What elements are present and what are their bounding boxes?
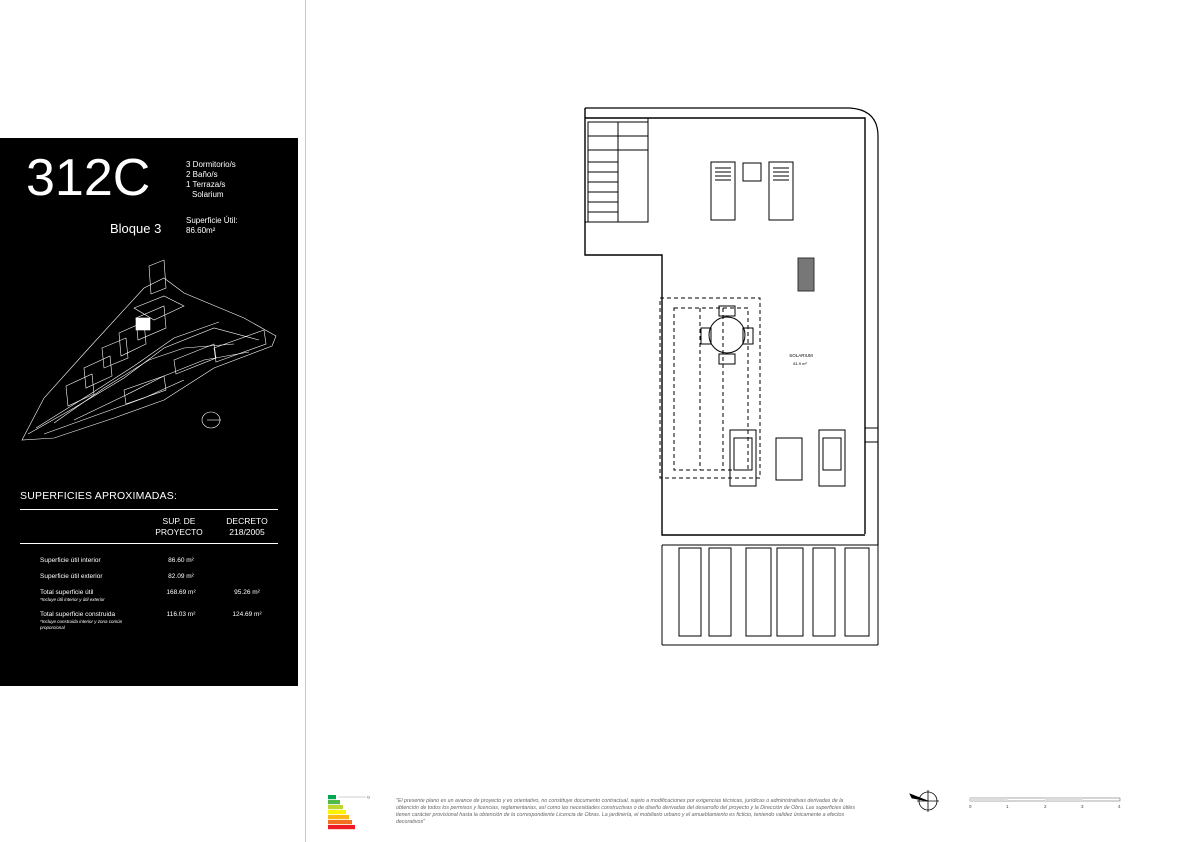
col-decree-line1: DECRETO [226,516,268,526]
bedrooms-count: 3 Dormitorio/s [186,160,236,169]
row-note: *Incluye construida interior y zona comú… [40,619,123,630]
coffee-table [775,437,803,481]
col-project-line1: SUP. DE [162,516,196,526]
row-label-text: Total superficie construida [40,611,116,618]
scale-number: 4 [1118,804,1121,809]
table-cell-project: 116.03 m² [166,611,196,618]
scale-number: 3 [1081,804,1084,809]
useful-area: Superficie Útil: 86.60m² [186,216,238,236]
table-row-label: Superficie útil interior [40,557,101,565]
round-table [708,316,746,354]
surfaces-title: SUPERFICIES APROXIMADAS: [20,490,178,502]
row-note: *Incluye útil interior y útil exterior [40,597,105,602]
solarium-feature: Solarium [192,190,224,199]
table-row-label: Superficie útil exterior [40,573,103,581]
table-rule-top [20,509,278,510]
room-name: SOLARIUM [789,353,813,358]
sun-lounger [710,161,736,221]
drawing-frame [305,0,1191,842]
table-cell-decree: 95.26 m² [234,589,260,596]
pergola-outline [659,297,761,479]
col-project-header: SUP. DE PROYECTO [144,516,214,538]
useful-area-value: 86.60m² [186,226,216,235]
energy-rating: G [367,795,370,800]
row-label-text: Superficie útil interior [40,557,101,564]
row-label-text: Total superficie útil [40,589,94,596]
site-plan-illustration [21,259,277,441]
table-cell-project: 86.60 m² [168,557,194,564]
useful-area-label: Superficie Útil: [186,216,238,225]
scale-bar-graphic [969,797,1121,802]
skylight [797,257,815,292]
side-table [742,162,762,182]
unit-info-panel: 312C Bloque 3 3 Dormitorio/s 2 Baño/s 1 … [0,138,298,686]
planter-bays [678,547,870,637]
armchair [729,429,757,487]
table-cell-project: 168.69 m² [166,589,196,596]
scale-number: 2 [1044,804,1047,809]
scale-number: 1 [1006,804,1009,809]
table-row-label: Total superficie construida *Incluye con… [40,611,140,631]
scale-number: 0 [969,804,972,809]
bathrooms-count: 2 Baño/s [186,170,218,179]
north-arrow-icon [909,790,939,812]
scale-bar: 0 1 2 3 4 [966,795,1124,815]
table-row-label: Total superficie útil *Incluye útil inte… [40,589,105,603]
legal-disclaimer: "El presente plano es un avance de proye… [396,798,856,825]
table-cell-decree: 124.69 m² [232,611,262,618]
row-label-text: Superficie útil exterior [40,573,103,580]
col-decree-line2: 218/2005 [229,527,265,537]
table-cell-project: 82.09 m² [168,573,194,580]
unit-features: 3 Dormitorio/s 2 Baño/s 1 Terraza/s Sola… [186,160,236,200]
table-rule-header [20,543,278,544]
armchair [818,429,846,487]
block-label: Bloque 3 [110,221,162,236]
room-area: 81.9 m² [793,361,807,366]
energy-rating-label: G [328,795,370,830]
col-decree-header: DECRETO 218/2005 [212,516,282,538]
unit-code: 312C [26,149,151,207]
col-project-line2: PROYECTO [155,527,203,537]
terraces-count: 1 Terraza/s [186,180,226,189]
floor-plan: SOLARIUM 81.9 m² [584,107,879,646]
sun-lounger [768,161,794,221]
